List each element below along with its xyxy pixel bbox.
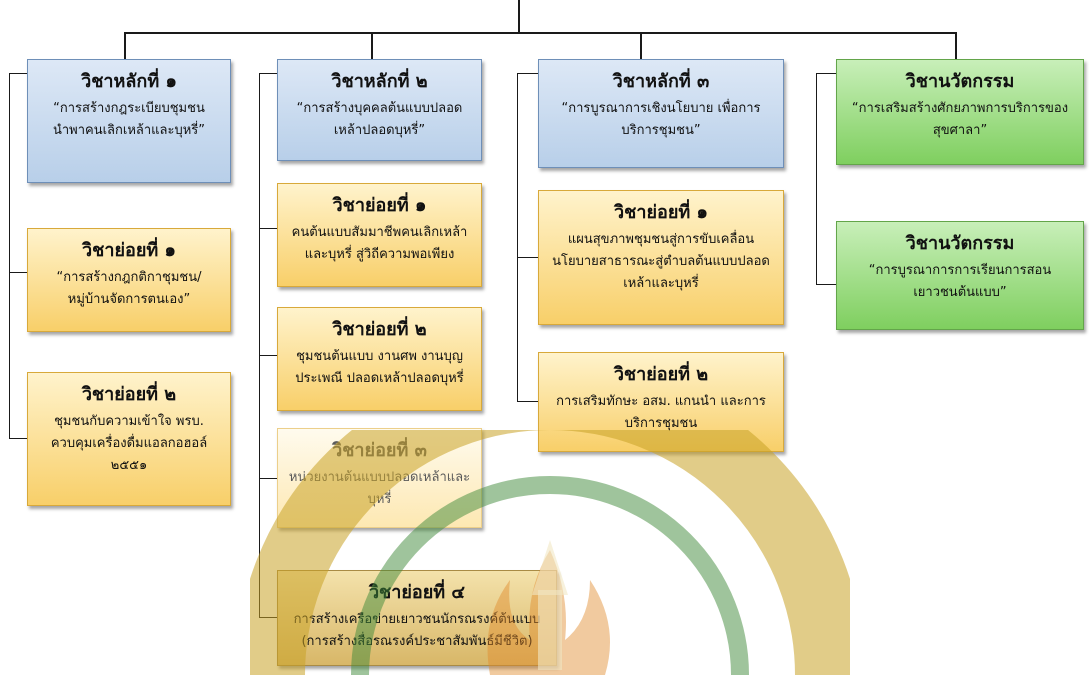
main-course-box-2: วิชาหลักที่ ๒ “การสร้างบุคคลต้นแบบปลอด เ… [277,59,482,161]
sub-course-title: วิชาย่อยที่ ๑ [332,195,427,216]
tick-col4-sub1 [816,284,836,285]
innovation-desc: “การบูรณาการการเรียนการสอน เยาวชนต้นแบบ” [868,263,1052,300]
spine-col3 [517,73,518,402]
main-course-box-3: วิชาหลักที่ ๓ “การบูรณาการเชิงนโยบาย เพื… [538,59,784,168]
spine-col4 [816,73,817,285]
tick-col2-sub4 [259,617,277,618]
innovation-title: วิชานวัตกรรม [905,233,1015,254]
drop-col4 [955,32,957,60]
spine-col1 [9,73,10,439]
sub-course-title: วิชาย่อยที่ ๑ [82,240,176,261]
drop-col3 [640,32,642,60]
sub-course-box-2-1: วิชาย่อยที่ ๑ คนต้นแบบสัมมาชีพคนเลิกเหล้… [277,183,482,287]
main-course-title: วิชาหลักที่ ๓ [612,71,710,92]
tick-col3-sub2 [517,401,538,402]
drop-col1 [124,32,126,60]
sub-course-desc: หน่วยงานต้นแบบปลอดเหล้าและ บุหรี่ [288,470,471,507]
main-course-desc: “การบูรณาการเชิงนโยบาย เพื่อการ บริการชุ… [561,101,761,138]
tick-col3-sub1 [517,257,538,258]
sub-course-box-3-1: วิชาย่อยที่ ๑ แผนสุขภาพชุมชนสู่การขับเคล… [538,190,784,325]
innovation-title: วิชานวัตกรรม [905,71,1015,92]
innovation-desc: “การเสริมสร้างศักยภาพการบริการของ สุขศาล… [851,101,1069,138]
tick-col2-sub2 [259,355,277,356]
innovation-main-box: วิชานวัตกรรม “การเสริมสร้างศักยภาพการบริ… [836,59,1084,165]
main-course-title: วิชาหลักที่ ๒ [331,71,428,92]
sub-course-desc: การเสริมทักษะ อสม. แกนนำ และการ บริการชุ… [556,394,766,431]
main-course-title: วิชาหลักที่ ๑ [81,71,177,92]
sub-course-title: วิชาย่อยที่ ๒ [613,364,709,385]
top-bus-line [124,32,956,34]
main-course-desc: “การสร้างกฎระเบียบชุมชน นำพาคนเลิกเหล้าแ… [52,101,206,138]
sub-course-desc: ชุมชนกับความเข้าใจ พรบ. ควบคุมเครื่องดื่… [50,414,208,473]
sub-course-box-2-2: วิชาย่อยที่ ๒ ชุมชนต้นแบบ งานศพ งานบุญ ป… [277,307,482,411]
sub-course-title: วิชาย่อยที่ ๓ [332,440,427,461]
sub-course-title: วิชาย่อยที่ ๔ [368,582,466,603]
tick-col3-main [517,73,538,74]
sub-course-desc: “การสร้างกฎกติกาชุมชน/ หมู่บ้านจัดการตนเ… [56,270,202,307]
tick-col1-main [9,73,27,74]
main-course-desc: “การสร้างบุคคลต้นแบบปลอด เหล้าปลอดบุหรี่… [296,101,463,138]
root-connector [518,0,520,33]
sub-course-box-2-3: วิชาย่อยที่ ๓ หน่วยงานต้นแบบปลอดเหล้าและ… [277,428,482,528]
sub-course-box-1-2: วิชาย่อยที่ ๒ ชุมชนกับความเข้าใจ พรบ. คว… [27,372,231,506]
sub-course-box-3-2: วิชาย่อยที่ ๒ การเสริมทักษะ อสม. แกนนำ แ… [538,352,784,452]
tick-col2-sub1 [259,228,277,229]
innovation-sub-box: วิชานวัตกรรม “การบูรณาการการเรียนการสอน … [836,221,1084,330]
tick-col1-sub1 [9,272,27,273]
sub-course-desc: การสร้างเครือข่ายเยาวชนนักรณรงค์ต้นแบบ (… [293,612,541,649]
drop-col2 [371,32,373,60]
main-course-box-1: วิชาหลักที่ ๑ “การสร้างกฎระเบียบชุมชน นำ… [27,59,231,183]
spine-col2 [259,73,260,618]
sub-course-title: วิชาย่อยที่ ๑ [614,202,708,223]
tick-col2-main [259,73,277,74]
sub-course-desc: แผนสุขภาพชุมชนสู่การขับเคลื่อน นโยบายสาธ… [552,232,770,291]
tick-col2-sub3 [259,478,277,479]
tick-col4-main [816,73,836,74]
sub-course-title: วิชาย่อยที่ ๒ [332,319,427,340]
tick-col1-sub2 [9,438,27,439]
sub-course-box-1-1: วิชาย่อยที่ ๑ “การสร้างกฎกติกาชุมชน/ หมู… [27,228,231,332]
sub-course-desc: คนต้นแบบสัมมาชีพคนเลิกเหล้า และบุหรี่ สู… [291,225,468,262]
sub-course-title: วิชาย่อยที่ ๒ [81,384,177,405]
sub-course-box-2-4: วิชาย่อยที่ ๔ การสร้างเครือข่ายเยาวชนนัก… [277,570,557,666]
sub-course-desc: ชุมชนต้นแบบ งานศพ งานบุญ ประเพณี ปลอดเหล… [295,349,464,386]
